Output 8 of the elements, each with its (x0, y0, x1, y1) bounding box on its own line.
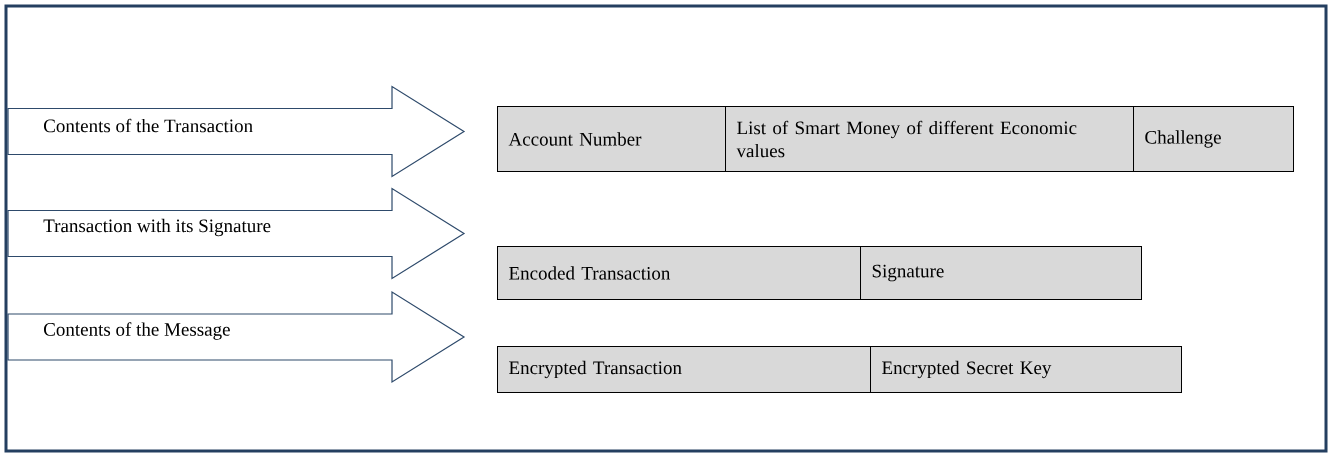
edge-label: Transaction with its Signature (42, 217, 272, 238)
table-cell: Challenge (1133, 106, 1294, 172)
edge-label: Contents of the Message (42, 321, 232, 341)
table-cell: Encrypted Secret Key (870, 346, 1182, 393)
table-cell: Encrypted Transaction (497, 346, 871, 393)
table-cell: Signature (860, 246, 1142, 300)
table-cell: Account Number (497, 106, 726, 172)
table-cell: Encoded Transaction (497, 246, 861, 300)
